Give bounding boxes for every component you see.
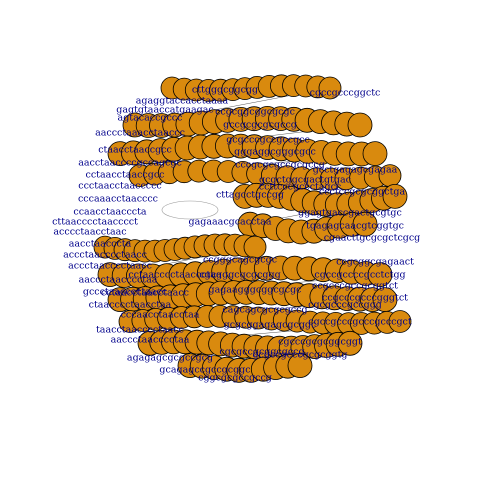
node-label: ccgggcagcgcgc (203, 255, 277, 266)
node-label: ccgcccgcccgggtct (322, 293, 408, 304)
node-label: cctaacccctaaccctaa (128, 270, 222, 281)
graph-node (362, 141, 388, 167)
ring-outline (161, 200, 219, 220)
node-label: agaggtaccacctaaaa (136, 96, 229, 107)
node-label: accctaacccctaacc (63, 250, 147, 261)
graph-node (367, 262, 393, 288)
node-label: ccctaacctaaccccc (78, 181, 162, 192)
node-label: gcagagccgccgcggc (159, 365, 250, 376)
node-label: gcgcccgccgccgcc (226, 135, 310, 146)
node-label: gccctaacccctaacc (83, 287, 167, 298)
node-label: cagcagcgcgcgccg (222, 305, 307, 316)
graph-node (318, 76, 342, 100)
graph-node (388, 310, 412, 333)
node-label: ctaacccctaacctaa (89, 300, 172, 311)
node-label: agtacaccgccc (118, 113, 183, 124)
node-label: cgcccgcgcggcggt (278, 337, 362, 348)
node-label: cctaacctaacctaacc (101, 288, 189, 299)
node-label: tgagagcaacgtcggtgc (306, 221, 404, 232)
node-label: agagagcgcgccgcg (127, 353, 213, 364)
node-label: cttgggcggcgg (192, 85, 258, 96)
node-label: cgcgccgcggcgccg (219, 347, 304, 358)
node-label: gcgctggcgactgtgac (259, 175, 351, 186)
node-label: cgcgggcgcgcggg (199, 270, 280, 281)
node-label: gcctgagagcgagaa (313, 165, 398, 176)
graph-labels: cttgggcggcgg cgccgcccggctc agaggtaccacctaa… (52, 85, 420, 384)
node-label: ctaacctaaccgcc (98, 145, 172, 156)
node-label: ccctccgcgcggctga (319, 187, 406, 198)
node-label: aaccctaacccctaa (111, 335, 190, 346)
node-label: ccaacctaacccta (73, 207, 147, 218)
node-label: aaccctaaacctaaccc (95, 128, 185, 139)
node-label: cgccgcccgcccgcccgct (308, 317, 412, 328)
node-label: ccttcccgccctagcc (259, 182, 342, 193)
graph-node (347, 112, 373, 138)
graph-node (352, 211, 378, 237)
node-label: cctaacctaaccgcc (86, 170, 165, 181)
node-label: cgcgcccgccggg (308, 300, 382, 311)
node-label: cgaacttgcgcgctcgcg (324, 233, 421, 244)
node-label: ggagtgaccgactgcgtgc (298, 208, 402, 219)
graph-node (287, 353, 313, 379)
node-label: cgccgccccgcctctgg (314, 270, 405, 281)
node-label: gagaagggcggcgcgc (208, 285, 301, 296)
node-label: ccgcggcggcgcgc (215, 107, 295, 118)
node-label: aacctaaccccgccagcgc (78, 158, 182, 169)
node-label: ccgcggcgagaact (336, 257, 414, 268)
node-label: cccgcgcgccgcgccg (235, 160, 325, 171)
node-label: gagtgtaaccatgaagac (116, 105, 213, 116)
node-label: ccgcccgccgcggtct (312, 281, 398, 292)
node-label: gcgccgcccgcgcggtg (252, 350, 347, 361)
node-label: cccaaacctaacccc (78, 194, 158, 205)
node-label: gggaggcgggcgcc (234, 147, 316, 158)
node-label: accctaacccctaacc (68, 261, 152, 272)
node-label: cccaacctaacctaa (121, 310, 200, 321)
node-label: aaccctaacccctaa (79, 275, 158, 286)
node-label: cttaacccctaacccct (52, 217, 138, 228)
graph-node (337, 330, 363, 356)
node-label: gccgcgcgcgccg (223, 120, 297, 131)
node-label: gagaaacgcacctaa (189, 217, 272, 228)
node-label: cgccgcccggctc (310, 88, 381, 99)
graph-nodes (93, 74, 412, 383)
node-label: gcgcggagagcgcggc (224, 320, 317, 331)
node-label: acccctaacctaac (53, 227, 126, 238)
graph-node (382, 183, 408, 209)
node-label: cttagcctgccgg (216, 190, 284, 201)
node-label: cggcgcgccgccg (198, 373, 272, 384)
node-label: aacctaacccta (69, 239, 132, 250)
node-label: taacctaacccctaacc (96, 325, 184, 336)
